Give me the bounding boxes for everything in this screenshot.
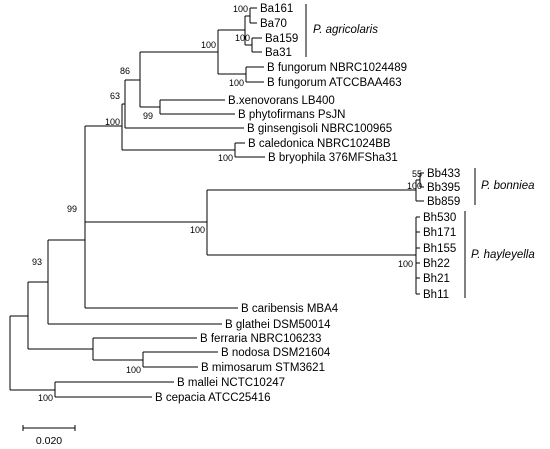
bootstrap-value: 100 xyxy=(229,78,244,88)
taxon-label: Ba161 xyxy=(260,3,293,15)
taxon-label: B caledonica NBRC1024BB xyxy=(248,138,391,150)
bootstrap-value: 86 xyxy=(120,66,130,76)
taxon-label: B ginsengisoli NBRC100965 xyxy=(247,123,392,135)
clade-label-agricolaris: P. agricolaris xyxy=(313,24,378,36)
taxon-label: B caribensis MBA4 xyxy=(241,303,339,315)
taxon-label: Bh22 xyxy=(423,258,450,270)
taxon-label: Ba31 xyxy=(265,47,292,59)
bootstrap-value: 99 xyxy=(143,111,153,121)
bootstrap-value: 93 xyxy=(32,257,42,267)
taxon-label: B.xenovorans LB400 xyxy=(228,95,335,107)
taxon-labels: Ba161 Ba70 Ba159 Ba31 B fungorum NBRC102… xyxy=(155,3,460,404)
scale-bar: 0.020 xyxy=(22,425,76,447)
bootstrap-value: 100 xyxy=(235,33,250,43)
bootstrap-value: 100 xyxy=(233,4,248,14)
taxon-label: Ba70 xyxy=(260,18,287,30)
taxon-label: B mimosarum STM3621 xyxy=(201,362,325,374)
bootstrap-value: 100 xyxy=(190,225,205,235)
taxon-label: B cepacia ATCC25416 xyxy=(155,392,271,404)
taxon-label: B glathei DSM50014 xyxy=(225,319,331,331)
taxon-label: Bh21 xyxy=(423,273,450,285)
taxon-label: Bh530 xyxy=(423,212,456,224)
bootstrap-value: 100 xyxy=(218,153,233,163)
bootstrap-value: 100 xyxy=(398,259,413,269)
bootstrap-value: 100 xyxy=(38,393,53,403)
bootstrap-value: 63 xyxy=(110,91,120,101)
clade-brackets xyxy=(305,4,476,298)
bootstrap-value: 100 xyxy=(126,365,141,375)
bootstrap-value: 55 xyxy=(412,169,422,179)
clade-label-hayleyella: P. hayleyella xyxy=(471,249,535,261)
taxon-label: Bh171 xyxy=(423,227,456,239)
taxon-label: Bb433 xyxy=(427,168,460,180)
tree-branches xyxy=(9,7,424,398)
bootstrap-value: 99 xyxy=(67,204,77,214)
taxon-label: B bryophila 376MFSha31 xyxy=(268,152,398,164)
bootstrap-value: 100 xyxy=(201,40,216,50)
taxon-label: B fungorum ATCCBAA463 xyxy=(267,77,402,89)
clade-label-bonniea: P. bonniea xyxy=(481,180,535,192)
taxon-label: B nodosa DSM21604 xyxy=(221,347,331,359)
taxon-label: Bb395 xyxy=(427,182,460,194)
taxon-label: Bb859 xyxy=(427,196,460,208)
taxon-label: B phytofirmans PsJN xyxy=(238,109,345,121)
taxon-label: Bh11 xyxy=(423,289,449,301)
bootstrap-values: 100 100 100 86 99 63 100 100 55 100 100 … xyxy=(32,4,422,403)
taxon-label: Ba159 xyxy=(265,33,298,45)
bootstrap-value: 100 xyxy=(105,117,120,127)
taxon-label: B fungorum NBRC1024489 xyxy=(267,62,407,74)
bootstrap-value: 100 xyxy=(407,181,422,191)
taxon-label: B mallei NCTC10247 xyxy=(177,377,285,389)
taxon-label: B ferraria NBRC106233 xyxy=(200,333,321,345)
scale-bar-label: 0.020 xyxy=(36,435,62,447)
clade-labels: P. agricolaris P. bonniea P. hayleyella xyxy=(313,24,535,261)
taxon-label: Bh155 xyxy=(423,243,456,255)
